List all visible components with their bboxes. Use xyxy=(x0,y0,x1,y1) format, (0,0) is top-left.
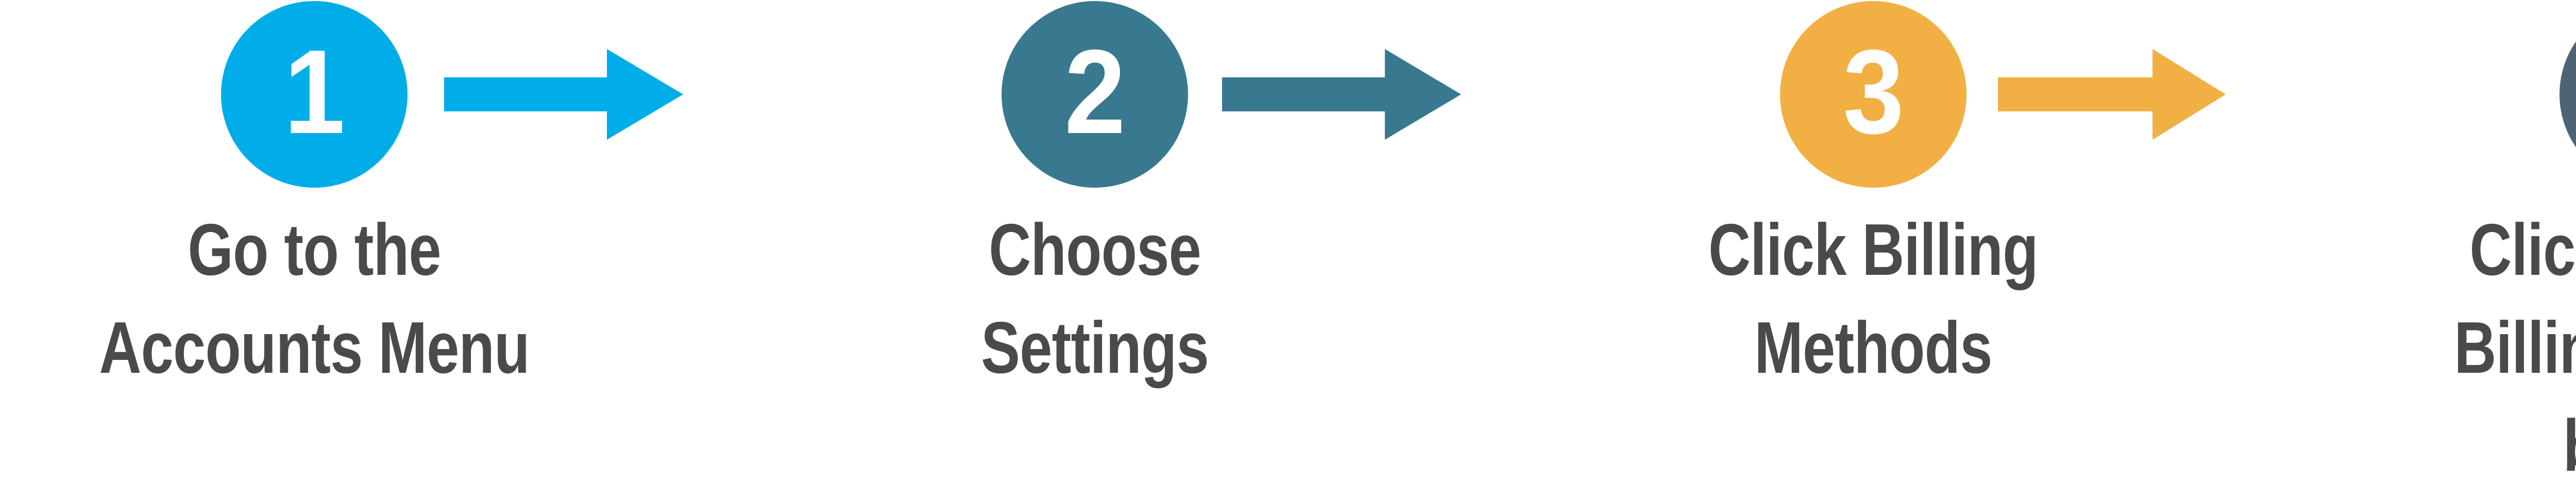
step-1-number-badge[interactable]: 1 xyxy=(221,1,408,188)
step-2-number: 2 xyxy=(1064,25,1126,159)
connector-arrow-1-to-2 xyxy=(444,43,683,146)
step-4-label-line-1: Click the Add xyxy=(2469,209,2576,291)
step-2-label: Choose Settings xyxy=(981,201,1209,397)
step-1-label: Go to the Accounts Menu xyxy=(99,201,530,397)
process-step-2[interactable]: 2 Choose Settings xyxy=(725,0,1465,485)
step-4-label-line-3: button xyxy=(2454,397,2576,495)
step-1-number: 1 xyxy=(284,25,346,159)
step-2-label-line-2: Settings xyxy=(981,307,1209,389)
step-4-label: Click the Add Billing Method button xyxy=(2454,201,2576,495)
connector-arrow-3-to-4 xyxy=(1998,43,2226,146)
arrow-shape xyxy=(1998,49,2226,140)
step-3-label-line-1: Click Billing xyxy=(1708,209,2039,291)
step-3-number-badge[interactable]: 3 xyxy=(1780,1,1967,188)
connector-arrow-2-to-3 xyxy=(1222,43,1461,146)
step-1-label-line-1: Go to the xyxy=(188,209,441,291)
arrow-shape xyxy=(444,49,683,140)
step-3-number: 3 xyxy=(1843,25,1905,159)
step-1-label-line-2: Accounts Menu xyxy=(99,307,530,389)
step-3-label-line-2: Methods xyxy=(1754,307,1992,389)
process-step-1[interactable]: 1 Go to the Accounts Menu xyxy=(0,0,684,485)
step-2-number-badge[interactable]: 2 xyxy=(1002,1,1188,188)
step-4-label-line-2: Billing Method xyxy=(2454,307,2576,389)
step-2-label-line-1: Choose xyxy=(989,209,1201,291)
arrow-shape xyxy=(1222,49,1461,140)
process-step-3[interactable]: 3 Click Billing Methods xyxy=(1503,0,2243,485)
process-step-4[interactable]: 4 Click the Add Billing Method button xyxy=(2283,0,2576,487)
step-3-label: Click Billing Methods xyxy=(1708,201,2039,397)
step-4-number-badge[interactable]: 4 xyxy=(2560,1,2576,188)
